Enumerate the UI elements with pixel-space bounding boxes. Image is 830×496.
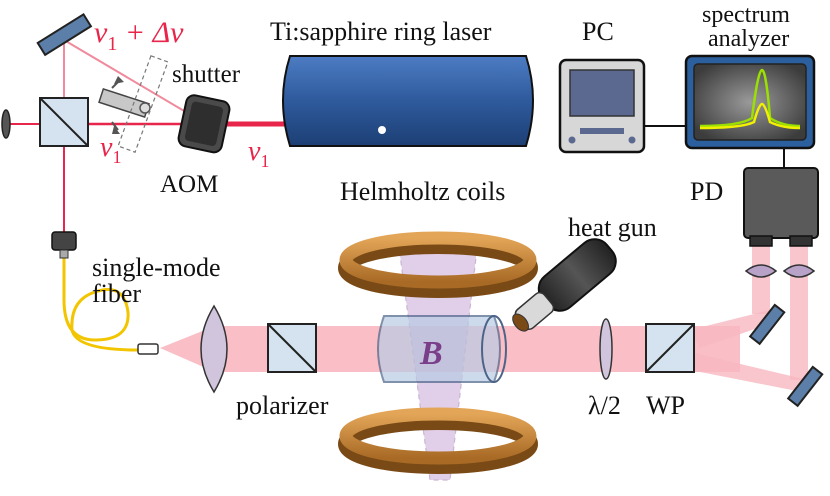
label-polarizer: polarizer (236, 391, 329, 420)
helmholtz-coil-top (338, 231, 538, 298)
label-shutter: shutter (172, 61, 241, 88)
label-pc: PC (582, 17, 614, 46)
spectrum-trace-yellow (699, 102, 801, 130)
polarizer-cube (267, 323, 317, 373)
helmholtz-coil-bottom (338, 407, 538, 474)
label-fiber-2: fiber (92, 279, 141, 308)
heat-gun-icon (512, 238, 617, 332)
mirror-right-lower (786, 365, 824, 408)
single-mode-fiber (51, 231, 159, 355)
label-helmholtz: Helmholtz coils (340, 177, 505, 206)
v1-top-sub: 1 (107, 33, 117, 55)
v1-left-sym: v (100, 132, 113, 163)
label-heat-gun: heat gun (568, 213, 657, 242)
wollaston-prism (645, 323, 695, 373)
half-wave-plate (599, 318, 613, 380)
label-half-wave: λ/2 (588, 391, 621, 420)
spectrum-analyzer (684, 54, 816, 170)
v1-top-rest: + Δv (117, 16, 184, 49)
label-ti-sapphire: Ti:sapphire ring laser (270, 17, 492, 46)
beam-split-down (690, 352, 808, 392)
label-aom: AOM (160, 171, 218, 198)
v1-right-sym: v (248, 136, 261, 167)
label-v1-right: v1 (248, 136, 269, 171)
collimating-lens (200, 304, 228, 394)
pc-computer (558, 58, 686, 154)
beam-to-pd-2 (790, 246, 808, 380)
mirror-right-upper (748, 303, 786, 346)
ti-sapphire-laser (282, 55, 534, 147)
beamsplitter-cube-left (39, 97, 89, 147)
label-wp: WP (646, 391, 685, 420)
label-spectrum-2: analyzer (708, 26, 789, 52)
label-spectrum-1: spectrum (702, 2, 790, 28)
vapor-cell (377, 315, 507, 383)
mirror-top (36, 12, 93, 57)
label-pd: PD (690, 177, 723, 206)
aom-device (177, 94, 231, 154)
label-field-b: B (419, 335, 443, 372)
spectrum-trace-green (699, 68, 801, 128)
v1-left-sub: 1 (112, 147, 121, 167)
beam-dump-left (1, 109, 11, 139)
pd-lenses (744, 264, 816, 278)
label-v1-left: v1 (100, 132, 121, 167)
beam-split-up (690, 310, 775, 348)
photodetector (743, 167, 819, 247)
label-v1-plus-dv: v1 + Δv (94, 16, 184, 55)
v1-top-sym: v (94, 16, 108, 49)
v1-right-sub: 1 (260, 151, 269, 171)
beam-shifted-diag (63, 39, 197, 119)
shutter-icon (98, 55, 169, 153)
beam-to-pd-1 (752, 246, 770, 314)
label-fiber-1: single-mode (92, 253, 221, 282)
